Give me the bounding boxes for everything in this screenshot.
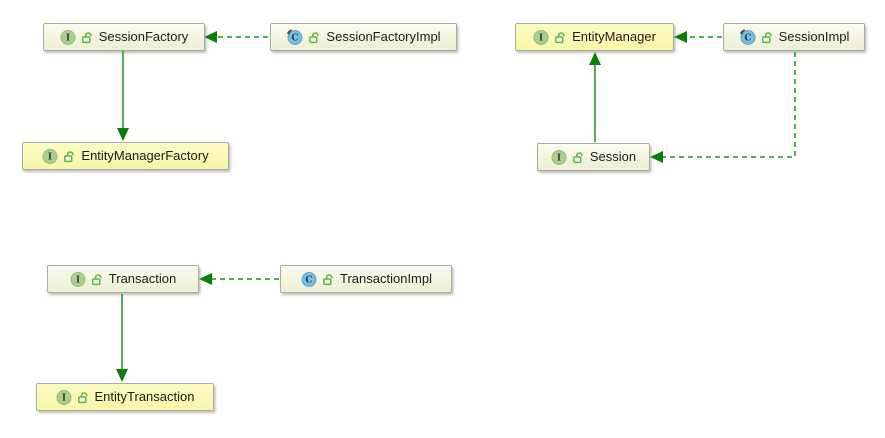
unlock-icon [91, 273, 104, 286]
svg-text:I: I [539, 34, 543, 44]
svg-text:I: I [76, 276, 80, 286]
interface-icon: I [56, 389, 72, 405]
node-entitytransaction[interactable]: I EntityTransaction [36, 383, 214, 411]
node-label: SessionImpl [778, 28, 850, 44]
node-label: Transaction [108, 270, 177, 286]
node-sessionimpl[interactable]: C SessionImpl [723, 23, 865, 51]
unlock-icon [761, 31, 774, 44]
edge-sessionfactoryimpl-to-sessionfactory[interactable] [204, 31, 268, 43]
node-label: SessionFactory [98, 28, 189, 44]
svg-text:C: C [305, 276, 312, 286]
node-transactionimpl[interactable]: C TransactionImpl [280, 265, 452, 293]
node-sessionfactory[interactable]: I SessionFactory [43, 23, 205, 51]
class-icon: C [300, 271, 317, 287]
node-label: Session [589, 148, 637, 164]
unlock-icon [77, 391, 90, 404]
node-label: EntityTransaction [94, 388, 195, 404]
edge-sessionimpl-to-session[interactable] [650, 52, 796, 163]
interface-icon: I [42, 148, 58, 164]
node-entitymanagerfactory[interactable]: I EntityManagerFactory [22, 142, 229, 170]
node-transaction[interactable]: I Transaction [47, 265, 199, 293]
edge-session-to-entitymanager[interactable] [589, 52, 601, 142]
node-label: EntityManager [572, 28, 656, 44]
edge-sessionfactory-to-entitymanagerfactory[interactable] [117, 51, 129, 141]
interface-icon: I [551, 149, 567, 165]
class-icon: C [286, 29, 303, 45]
unlock-icon [572, 151, 585, 164]
svg-text:I: I [48, 153, 52, 163]
node-sessionfactoryimpl[interactable]: C SessionFactoryImpl [270, 23, 457, 51]
node-label: EntityManagerFactory [81, 147, 209, 163]
class-icon: C [739, 29, 756, 45]
interface-icon: I [60, 29, 76, 45]
unlock-icon [554, 31, 567, 44]
node-label: TransactionImpl [340, 270, 432, 286]
svg-text:I: I [61, 394, 65, 404]
edge-transaction-to-entitytransaction[interactable] [116, 294, 128, 382]
svg-text:I: I [557, 154, 561, 164]
unlock-icon [308, 31, 321, 44]
node-label: SessionFactoryImpl [326, 28, 441, 44]
interface-icon: I [533, 29, 549, 45]
unlock-icon [63, 150, 76, 163]
edge-transactionimpl-to-transaction[interactable] [199, 273, 279, 285]
unlock-icon [81, 31, 94, 44]
unlock-icon [322, 273, 335, 286]
interface-icon: I [70, 271, 86, 287]
svg-text:C: C [744, 34, 751, 44]
node-session[interactable]: I Session [537, 143, 650, 171]
svg-text:I: I [66, 34, 70, 44]
svg-text:C: C [292, 34, 299, 44]
edge-sessionimpl-to-entitymanager[interactable] [674, 31, 722, 43]
node-entitymanager[interactable]: I EntityManager [515, 23, 674, 51]
